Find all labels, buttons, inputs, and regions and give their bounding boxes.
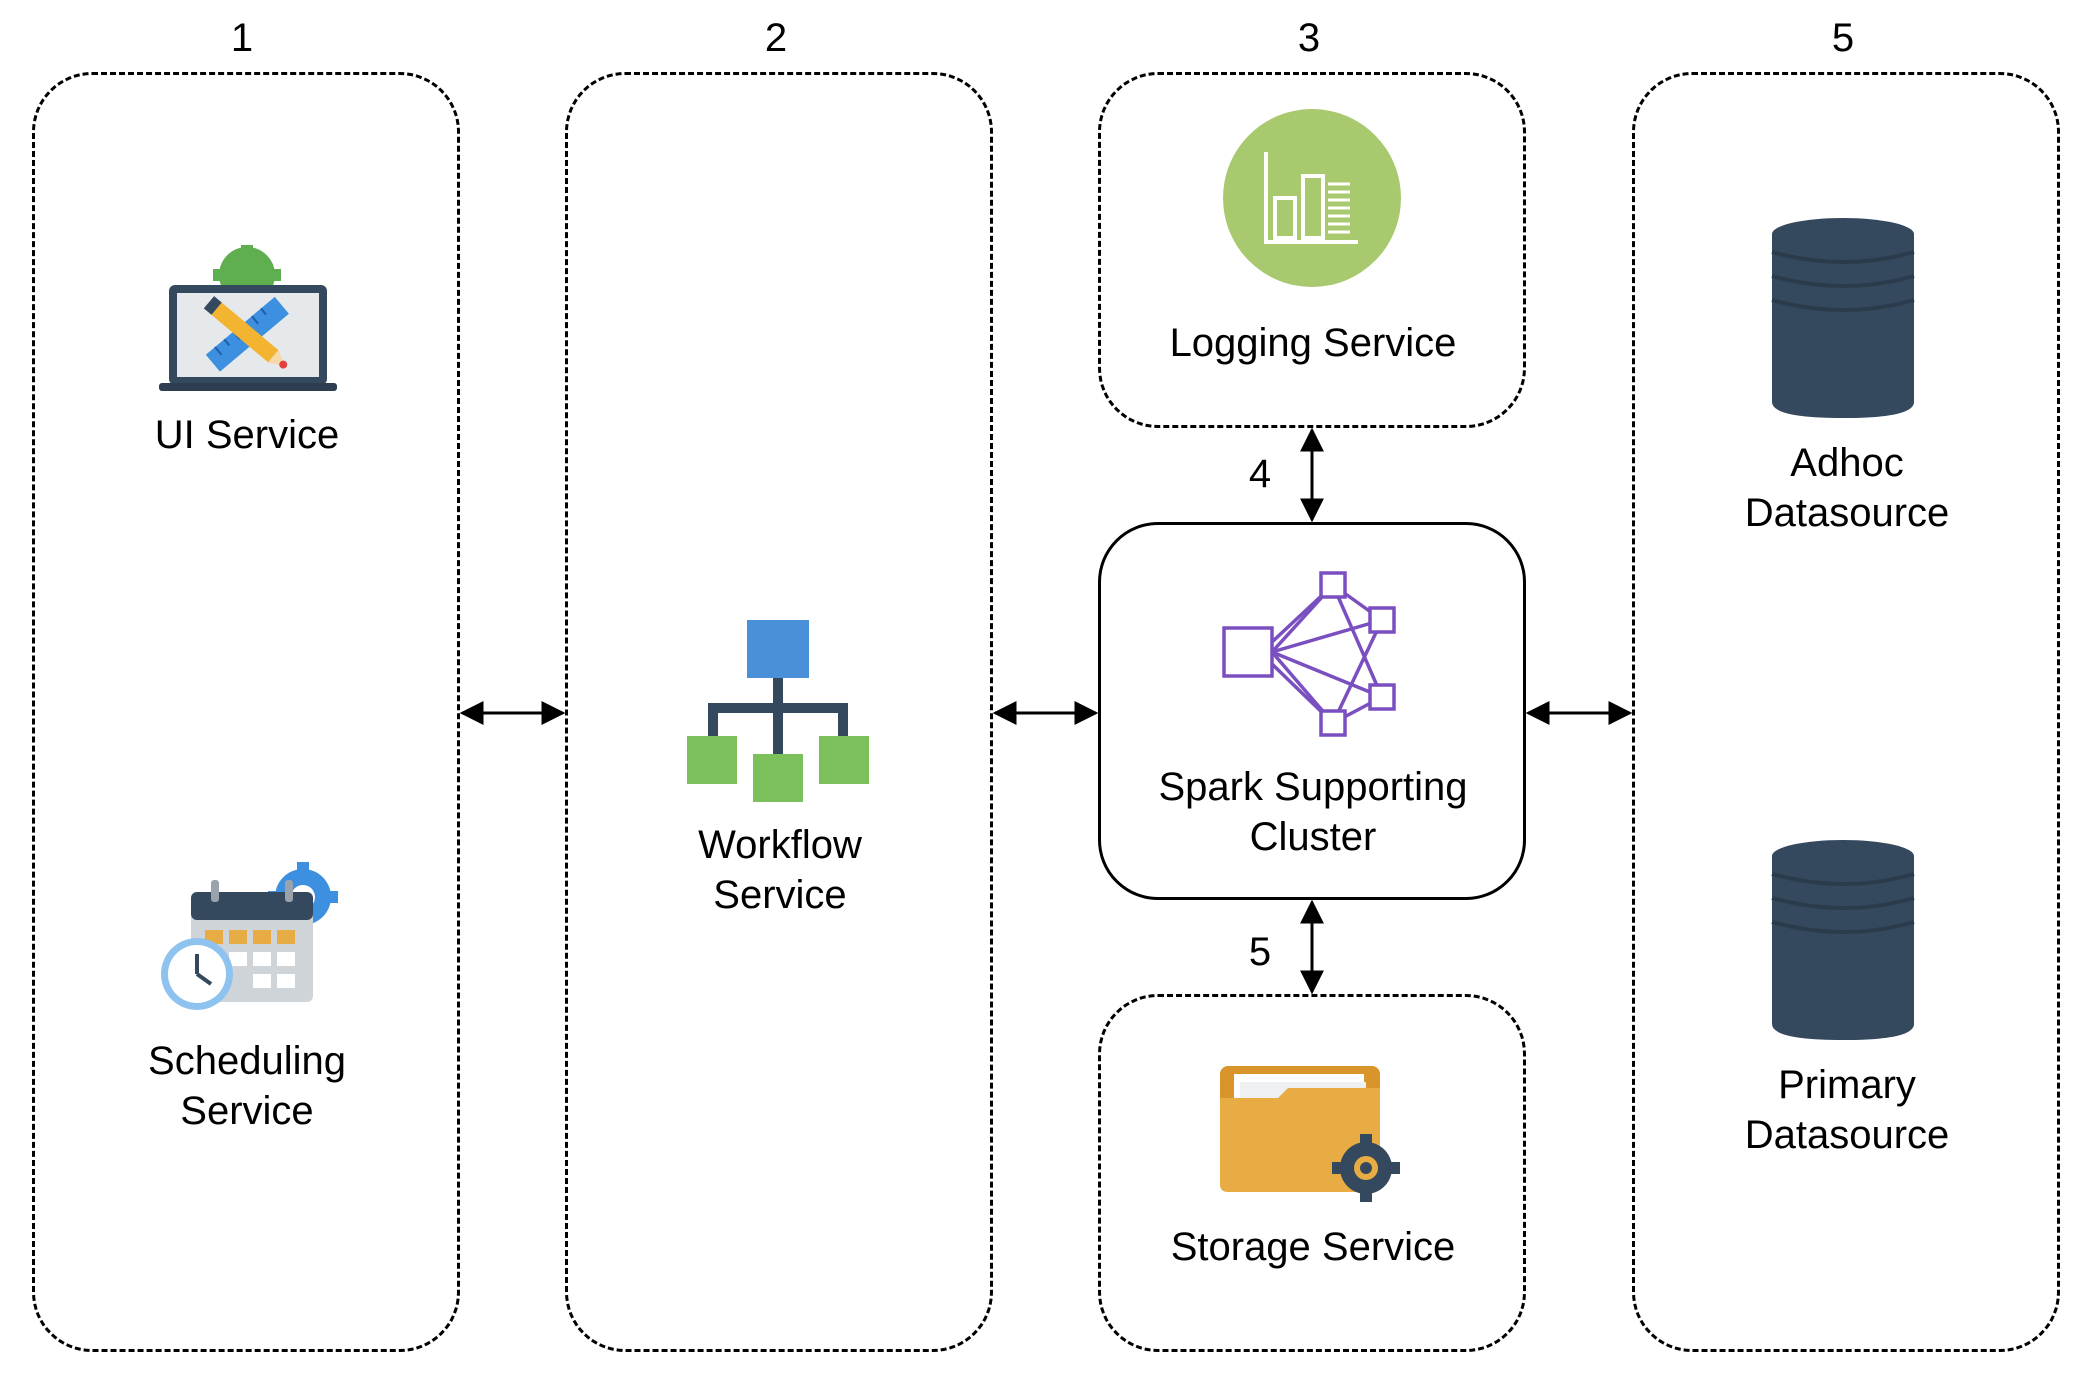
group-logging [1098,72,1526,428]
column-number-1: 1 [230,16,254,60]
cluster-network-icon [1222,571,1396,737]
laptop-design-icon [159,245,337,391]
group-workflow [565,72,993,1352]
group-datasources [1632,72,2060,1352]
database-icon [1771,218,1915,418]
column-number-2: 2 [764,16,788,60]
workflow-service-label: Workflow Service [698,823,862,917]
group-client-services [32,72,460,1352]
calendar-clock-icon [161,862,338,1010]
connector-label-5: 5 [1248,930,1272,974]
group-storage [1098,994,1526,1352]
adhoc-datasource-label: Adhoc Datasource [1744,441,1950,535]
spark-cluster-box [1098,522,1526,900]
folder-gear-icon [1220,1066,1400,1202]
hierarchy-icon [687,620,869,802]
primary-datasource-label: Primary Datasource [1744,1063,1950,1157]
scheduling-service-label: Scheduling Service [148,1039,346,1133]
bar-chart-icon [1223,109,1401,287]
spark-cluster-label: Spark Supporting Cluster [1158,765,1468,859]
connector-label-4: 4 [1248,452,1272,496]
storage-service-label: Storage Service [1170,1225,1456,1269]
logging-service-label: Logging Service [1169,321,1457,365]
column-number-5: 5 [1831,16,1855,60]
database-icon [1771,840,1915,1040]
column-number-3: 3 [1297,16,1321,60]
ui-service-label: UI Service [154,413,340,457]
